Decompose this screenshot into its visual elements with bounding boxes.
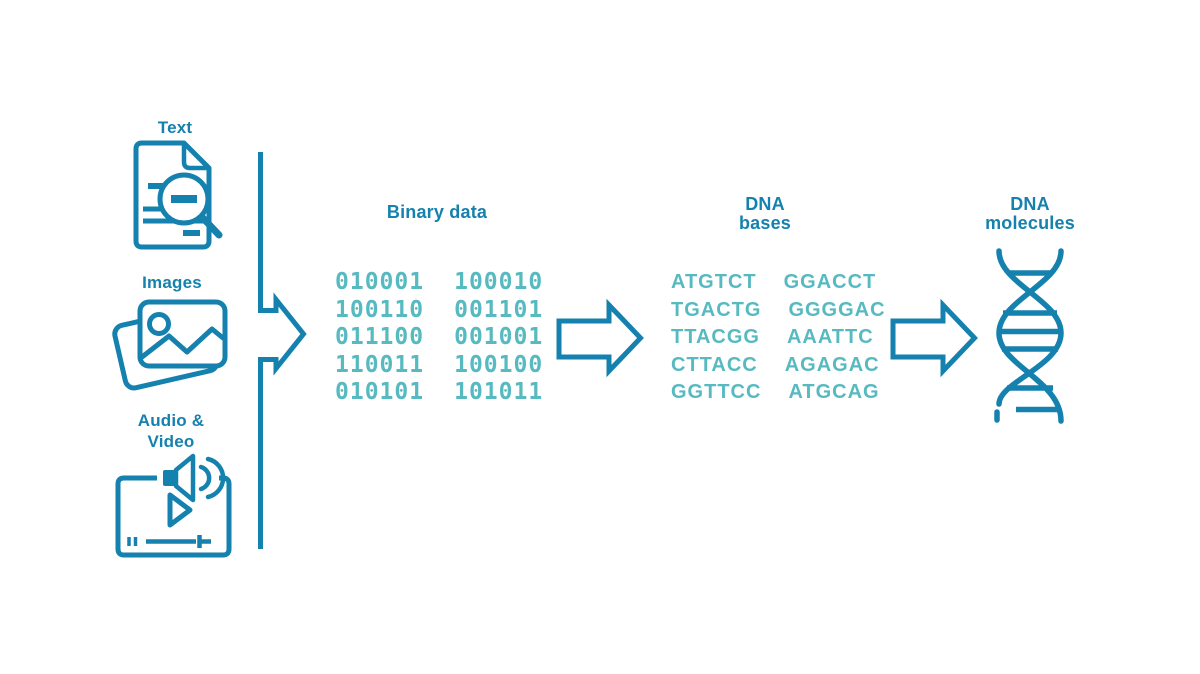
dna-row: TGACTG GGGGAC [671, 297, 886, 325]
dna-cell: AGAGAC [784, 353, 880, 376]
binary-cell: 001101 [454, 296, 544, 323]
dna-molecules-heading: DNA molecules [975, 195, 1085, 232]
heading-line: DNA [745, 194, 785, 214]
binary-data-grid: 010001 100010 100110 001101 011100 00100… [335, 269, 543, 407]
heading-line: bases [738, 212, 792, 233]
stacked-photos-icon [112, 299, 228, 391]
heading-line: DNA [1010, 194, 1050, 214]
binary-cell: 100100 [454, 351, 544, 378]
dna-cell: GGGGAC [788, 298, 886, 321]
binary-cell: 011100 [335, 324, 425, 350]
source-label-line: Text [157, 118, 193, 137]
binary-cell: 100010 [454, 269, 544, 295]
dna-cell: CTTACC [671, 353, 758, 376]
binary-cell: 110011 [335, 351, 425, 378]
dna-cell: TTACGG [671, 326, 760, 348]
merge-arrow-icon [258, 152, 307, 549]
video-player-speaker-icon [115, 453, 232, 558]
binary-row: 011100 001001 [335, 324, 543, 352]
dna-cell: GGTTCC [671, 381, 762, 403]
dna-bases-heading: DNA bases [715, 195, 815, 232]
dna-cell: ATGCAG [788, 381, 880, 403]
binary-cell: 010101 [335, 379, 425, 405]
right-arrow-icon [890, 298, 978, 378]
binary-cell: 101011 [454, 379, 544, 405]
source-label-images: Images [122, 272, 222, 293]
dna-cell: GGACCT [783, 271, 877, 293]
source-label-audio-video: Audio & Video [121, 410, 221, 452]
binary-cell: 001001 [454, 324, 544, 350]
binary-cell: 010001 [335, 269, 425, 295]
dna-row: GGTTCC ATGCAG [671, 379, 886, 407]
dna-cell: TGACTG [671, 298, 762, 321]
heading-line: molecules [985, 212, 1075, 233]
binary-row: 100110 001101 [335, 297, 543, 325]
dna-row: TTACGG AAATTC [671, 324, 886, 352]
binary-data-heading: Binary data [357, 203, 517, 222]
source-label-line: Video [147, 432, 195, 451]
dna-cell: AAATTC [786, 326, 874, 348]
source-label-text: Text [125, 117, 225, 138]
source-label-line: Images [142, 273, 202, 292]
source-label-line: Audio & [137, 411, 205, 430]
right-arrow-icon [556, 298, 644, 378]
dna-row: ATGTCT GGACCT [671, 269, 886, 297]
dna-cell: ATGTCT [671, 271, 757, 293]
heading-line: Binary data [386, 202, 488, 222]
binary-cell: 100110 [335, 296, 425, 323]
dna-helix-icon [994, 248, 1064, 424]
binary-row: 010101 101011 [335, 379, 543, 407]
binary-row: 010001 100010 [335, 269, 543, 297]
dna-row: CTTACC AGAGAC [671, 352, 886, 380]
binary-row: 110011 100100 [335, 352, 543, 380]
dna-bases-grid: ATGTCT GGACCT TGACTG GGGGAC TTACGG AAATT… [671, 269, 886, 407]
document-magnifier-icon [133, 140, 223, 250]
